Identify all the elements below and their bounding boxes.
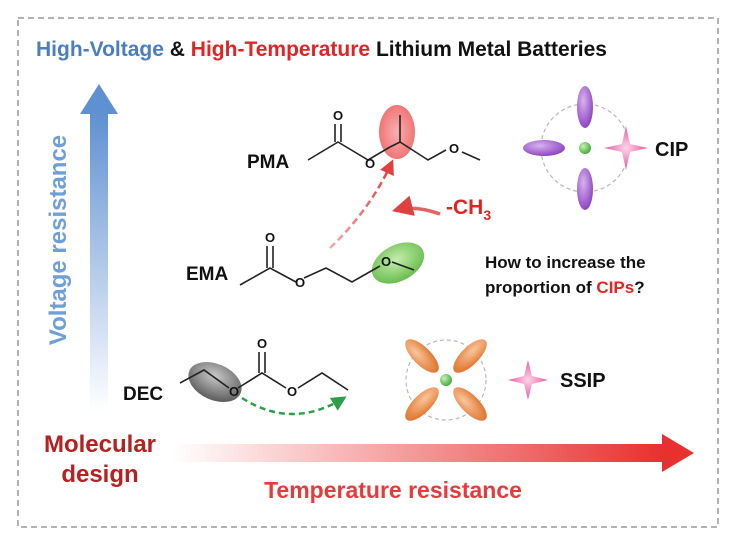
y-axis-label: Voltage resistance: [45, 135, 72, 345]
pma-carbonyl-o: O: [333, 108, 343, 123]
dec-label: DEC: [123, 384, 163, 405]
title-high-temperature: High-Temperature: [191, 38, 370, 61]
cip-anion-bottom: [577, 168, 593, 210]
cip-label: CIP: [655, 139, 688, 161]
methyl-subscript: 3: [483, 207, 491, 223]
ema-ester-o: O: [295, 275, 305, 290]
ema-methoxy-highlight: [371, 242, 425, 284]
ema-label: EMA: [186, 264, 229, 285]
ema-molecule: O O O: [239, 230, 425, 290]
pma-ether-o: O: [449, 141, 459, 156]
dec-carbonyl-o: O: [257, 336, 267, 351]
ssip-free-anion-star: [508, 360, 548, 400]
ssip-complex: [405, 339, 548, 421]
methyl-ch: -CH: [446, 196, 483, 219]
title-ampersand: &: [164, 38, 191, 61]
ema-carbonyl-o: O: [265, 230, 275, 245]
y-axis-arrow: [80, 84, 118, 412]
dec-ethoxy-highlight: [188, 361, 242, 403]
question-cips: CIPs: [596, 278, 634, 297]
question-pre: proportion of: [485, 278, 596, 297]
dec-to-ema-arrow: [241, 396, 347, 416]
ssip-solvent-br: [453, 387, 487, 421]
ssip-solvent-tl: [405, 339, 439, 373]
ema-to-pma-arrow: [329, 159, 394, 249]
ssip-label: SSIP: [560, 370, 606, 392]
cip-anion-top: [577, 86, 593, 128]
ssip-li-ion: [440, 374, 452, 386]
methyl-curved-arrow: [391, 195, 441, 216]
pma-molecule: O O O: [307, 105, 481, 171]
dec-o-right: O: [287, 384, 297, 399]
cip-li-ion: [579, 142, 591, 154]
question-line1: How to increase the: [485, 253, 646, 272]
dashed-frame: [17, 17, 719, 528]
cip-complex: [523, 86, 648, 210]
pma-label: PMA: [247, 152, 290, 173]
dec-molecule: O O O: [179, 336, 349, 403]
cip-anion-left: [523, 140, 565, 156]
ssip-solvent-tr: [453, 339, 487, 373]
question-line2: proportion of CIPs?: [485, 278, 645, 297]
ema-ether-o: O: [381, 254, 391, 269]
x-axis-label: Temperature resistance: [264, 477, 522, 503]
question-mark: ?: [634, 278, 644, 297]
origin-label-design: design: [61, 461, 138, 488]
cip-contact-anion-star: [604, 126, 648, 170]
methyl-label: -CH3: [446, 196, 491, 223]
title-lithium-metal-batteries: Lithium Metal Batteries: [370, 38, 607, 61]
x-axis-arrow: [172, 434, 694, 472]
origin-label-molecular: Molecular: [44, 431, 156, 458]
pma-ester-o: O: [365, 156, 375, 171]
dec-o-left: O: [229, 384, 239, 399]
title: High-Voltage & High-Temperature Lithium …: [36, 38, 607, 61]
ssip-solvent-bl: [405, 387, 439, 421]
title-high-voltage: High-Voltage: [36, 38, 164, 61]
